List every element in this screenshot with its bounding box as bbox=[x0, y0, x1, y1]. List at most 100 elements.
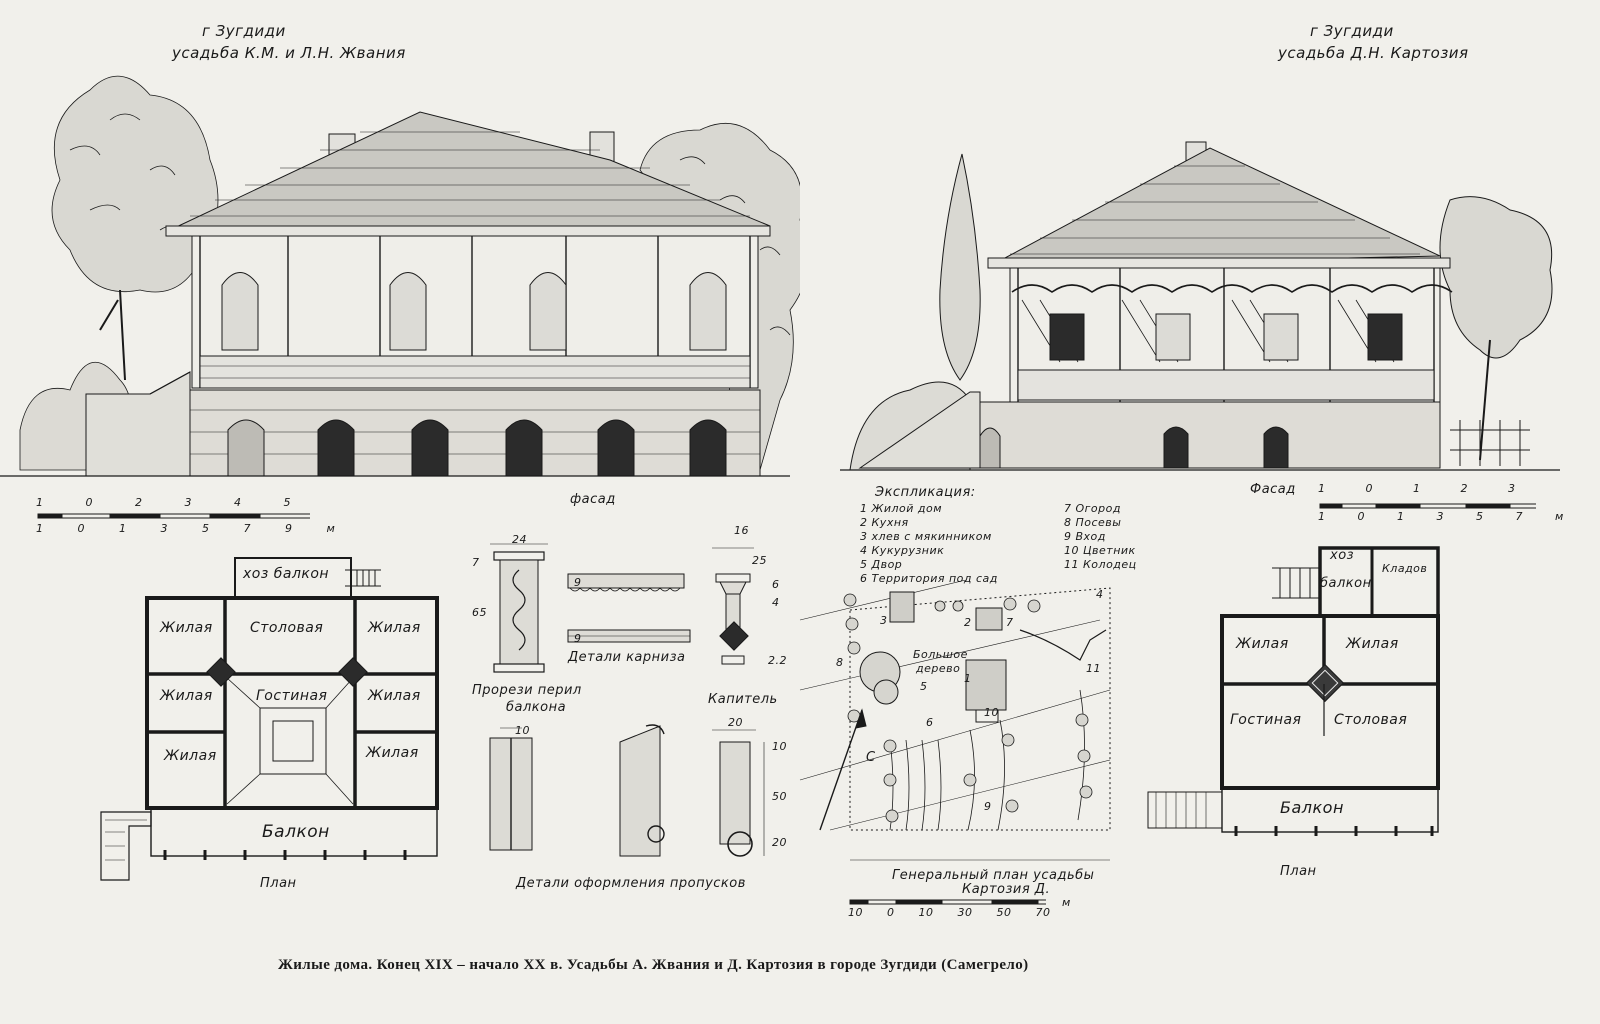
dim-20: 20 bbox=[728, 716, 743, 729]
room-balkon-right: Балкон bbox=[1280, 798, 1344, 817]
left-scale-bar bbox=[37, 513, 310, 519]
site-number-6: 6 bbox=[926, 716, 934, 729]
architectural-details bbox=[489, 543, 765, 857]
dim-16: 16 bbox=[734, 524, 749, 537]
room-zhilaya-6: Жилая bbox=[366, 745, 419, 761]
dim-24: 24 bbox=[512, 533, 527, 546]
room-gostinaya-left: Гостиная bbox=[256, 688, 328, 704]
room-hoz-right-1: хоз bbox=[1330, 548, 1355, 563]
pass-detail-1 bbox=[489, 727, 533, 851]
room-zhilaya-1: Жилая bbox=[160, 620, 213, 636]
dim-9a: 9 bbox=[574, 576, 582, 589]
big-tree-label-1: Большое bbox=[913, 648, 968, 661]
left-facade-label: фасад bbox=[570, 492, 616, 507]
site-plan-scale-unit: м bbox=[1062, 896, 1071, 909]
right-facade-drawing bbox=[840, 141, 1560, 471]
cornice-detail bbox=[567, 573, 691, 643]
dim-6: 6 bbox=[772, 578, 780, 591]
room-hoz-balkon-left: хоз балкон bbox=[243, 566, 330, 582]
site-plan-title-2: Картозия Д. bbox=[962, 882, 1051, 897]
explication-item: 6 Территория под сад bbox=[860, 572, 998, 585]
dim-25: 25 bbox=[752, 554, 767, 567]
room-kladov: Кладов bbox=[1382, 562, 1428, 575]
explication-item: 10 Цветник bbox=[1064, 544, 1136, 557]
explication-list-left: 1 Жилой дом 2 Кухня 3 хлев с мякинником … bbox=[860, 502, 998, 586]
dim-9b: 9 bbox=[574, 632, 582, 645]
north-label: С bbox=[866, 750, 876, 765]
site-number-9: 9 bbox=[984, 800, 992, 813]
right-estate-title: усадьба Д.Н. Картозия bbox=[1278, 44, 1469, 62]
big-tree-label-2: дерево bbox=[916, 662, 961, 675]
room-zhilaya-right-1: Жилая bbox=[1236, 636, 1289, 652]
left-facade-drawing bbox=[0, 75, 800, 477]
room-balkon-left: Балкон bbox=[262, 822, 330, 842]
right-floor-plan bbox=[1147, 546, 1440, 836]
room-zhilaya-2: Жилая bbox=[368, 620, 421, 636]
right-scale-bottom-labels: 1 0 1 3 5 7 м bbox=[1318, 510, 1564, 523]
site-number-3: 3 bbox=[880, 614, 888, 627]
room-hoz-right-2: балкон bbox=[1320, 576, 1372, 591]
right-facade-label: Фасад bbox=[1250, 482, 1296, 497]
site-plan-title-1: Генеральный план усадьбы bbox=[892, 868, 1095, 883]
left-city-title: г Зугдиди bbox=[202, 22, 286, 40]
site-number-1: 1 bbox=[964, 672, 972, 685]
site-plan-scale-labels: 10 0 10 30 50 70 bbox=[848, 906, 1051, 919]
room-zhilaya-3: Жилая bbox=[160, 688, 213, 704]
site-plan-scale-bar bbox=[849, 899, 1046, 905]
left-estate-title: усадьба К.М. и Л.Н. Жвания bbox=[172, 44, 406, 62]
baluster-caption-2: балкона bbox=[506, 700, 567, 715]
dim-65: 65 bbox=[472, 606, 487, 619]
explication-item: 2 Кухня bbox=[860, 516, 909, 529]
dim-2-2: 2.2 bbox=[768, 654, 787, 667]
site-number-2: 2 bbox=[964, 616, 972, 629]
room-zhilaya-right-2: Жилая bbox=[1346, 636, 1399, 652]
baluster-caption-1: Прорези перил bbox=[472, 683, 582, 698]
pass-detail-2 bbox=[619, 724, 665, 857]
cornice-caption: Детали карниза bbox=[568, 650, 686, 665]
sheet-caption: Жилые дома. Конец XIX – начало XX в. Уса… bbox=[278, 957, 1029, 973]
tree-left bbox=[19, 75, 219, 471]
pass-detail-3 bbox=[712, 729, 765, 857]
site-plan bbox=[799, 580, 1111, 861]
site-number-10: 10 bbox=[984, 706, 999, 719]
explication-list-right: 7 Огород 8 Посевы 9 Вход 10 Цветник 11 К… bbox=[1064, 502, 1137, 572]
site-number-8: 8 bbox=[836, 656, 844, 669]
left-scale-top-labels: 1 0 2 3 4 5 bbox=[36, 496, 291, 509]
explication-item: 8 Посевы bbox=[1064, 516, 1122, 529]
dim-50: 50 bbox=[772, 790, 787, 803]
right-city-title: г Зугдиди bbox=[1310, 22, 1394, 40]
room-zhilaya-4: Жилая bbox=[368, 688, 421, 704]
dim-20-b: 20 bbox=[772, 836, 787, 849]
explication-item: 9 Вход bbox=[1064, 530, 1106, 543]
site-number-7: 7 bbox=[1006, 616, 1014, 629]
explication-item: 3 хлев с мякинником bbox=[860, 530, 992, 543]
left-plan-label: План bbox=[260, 876, 297, 891]
dim-4: 4 bbox=[772, 596, 780, 609]
explication-item: 4 Кукурузник bbox=[860, 544, 945, 557]
dim-7: 7 bbox=[472, 556, 480, 569]
site-number-11: 11 bbox=[1086, 662, 1101, 675]
left-scale-bottom-labels: 1 0 1 3 5 7 9 м bbox=[36, 522, 336, 535]
baluster-detail bbox=[490, 543, 548, 673]
site-number-5: 5 bbox=[920, 680, 928, 693]
capital-detail bbox=[712, 547, 754, 665]
capital-caption: Капитель bbox=[708, 692, 778, 707]
pass-details-caption: Детали оформления пропусков bbox=[516, 876, 746, 891]
left-floor-plan bbox=[100, 557, 439, 881]
room-stolovaya-right: Столовая bbox=[1334, 712, 1408, 728]
right-plan-label: План bbox=[1280, 864, 1317, 879]
explication-item: 5 Двор bbox=[860, 558, 903, 571]
site-number-4: 4 bbox=[1096, 588, 1104, 601]
explication-item: 11 Колодец bbox=[1064, 558, 1137, 571]
right-scale-top-labels: 1 0 1 2 3 bbox=[1318, 482, 1516, 495]
room-zhilaya-5: Жилая bbox=[164, 748, 217, 764]
explication-item: 7 Огород bbox=[1064, 502, 1121, 515]
right-scale-bar bbox=[1319, 503, 1536, 509]
explication-item: 1 Жилой дом bbox=[860, 502, 943, 515]
room-stolovaya-left: Столовая bbox=[250, 620, 324, 636]
dim-10-b: 10 bbox=[772, 740, 787, 753]
room-gostinaya-right: Гостиная bbox=[1230, 712, 1302, 728]
dim-10: 10 bbox=[515, 724, 530, 737]
explication-title: Экспликация: bbox=[875, 485, 976, 500]
